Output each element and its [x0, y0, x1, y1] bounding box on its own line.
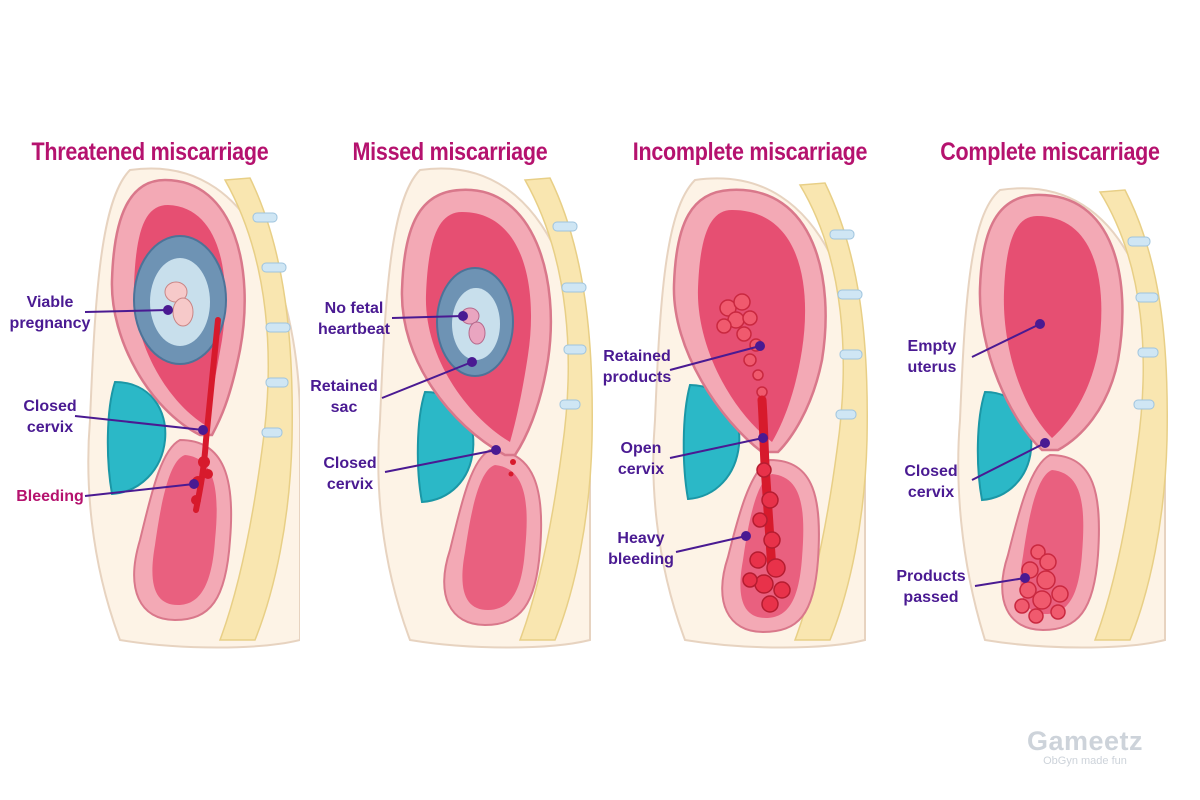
vertebra-disc [266, 378, 288, 387]
vertebra-disc [266, 323, 290, 332]
vertebra-disc [1138, 348, 1158, 357]
label-bleeding: Bleeding [16, 486, 84, 507]
vertebra-disc [838, 290, 862, 299]
panel-title: Complete miscarriage [921, 138, 1179, 167]
vertebra-disc [262, 263, 286, 272]
diagram-incomplete [600, 0, 900, 800]
diagram-complete [900, 0, 1200, 800]
vertebra-disc [1128, 237, 1150, 246]
vertebra-disc [1136, 293, 1158, 302]
watermark-name: Gameetz [1010, 726, 1160, 757]
vertebra-disc [553, 222, 577, 231]
vertebra-disc [840, 350, 862, 359]
panel-title: Incomplete miscarriage [621, 138, 879, 167]
vertebra-disc [1134, 400, 1154, 409]
vertebra-disc [262, 428, 282, 437]
vertebra-disc [564, 345, 586, 354]
vertebra-disc [560, 400, 580, 409]
vertebra-disc [836, 410, 856, 419]
vertebra-disc [562, 283, 586, 292]
vertebra-disc [830, 230, 854, 239]
vertebra-disc [253, 213, 277, 222]
panel-title: Missed miscarriage [321, 138, 579, 167]
panel-title: Threatened miscarriage [21, 138, 279, 167]
watermark-logo: Gameetz ObGyn made fun [1010, 726, 1160, 767]
